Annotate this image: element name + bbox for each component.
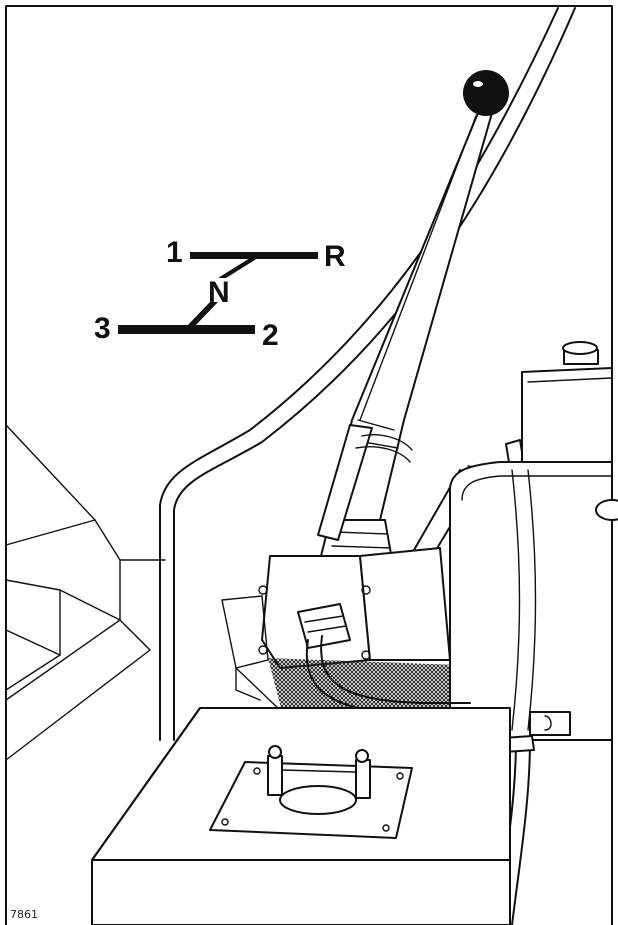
gear-label-third: 3 xyxy=(94,312,111,345)
gear-label-first: 1 xyxy=(166,236,183,269)
engine-tank xyxy=(449,341,618,741)
gear-label-second: 2 xyxy=(262,319,279,352)
inspection-plate xyxy=(209,745,413,839)
figure-number: 7861 xyxy=(10,908,38,921)
gear-label-neutral: N xyxy=(208,276,230,309)
cab-floor-structure xyxy=(5,424,166,761)
gear-label-reverse: R xyxy=(324,240,346,273)
gear-lever-knob xyxy=(463,70,509,116)
gearbox-housing xyxy=(258,547,451,669)
mounting-plate xyxy=(221,595,470,720)
gear-shift-pattern: 1 R N 3 2 xyxy=(94,236,346,352)
cab-panel-outline xyxy=(159,7,576,741)
